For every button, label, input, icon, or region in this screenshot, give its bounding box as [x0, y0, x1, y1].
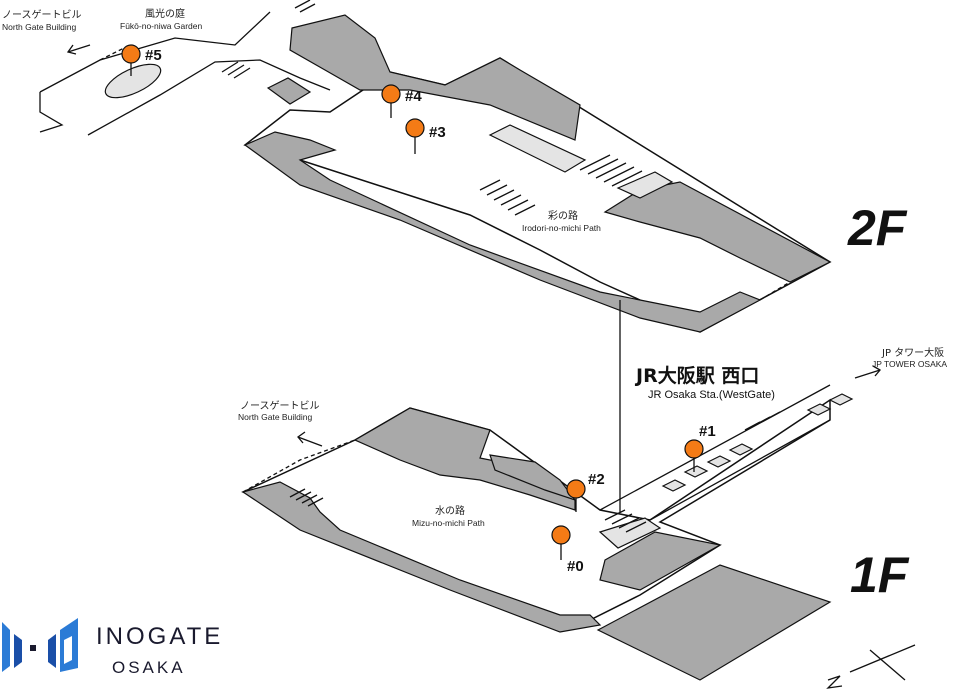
jp-tower-label-en: JP TOWER OSAKA [872, 359, 947, 369]
north-gate-1f-label-en: North Gate Building [238, 412, 312, 422]
floor-1f-map [241, 384, 916, 689]
garden-plaza [104, 63, 162, 99]
shop-block-2f-north [289, 14, 581, 141]
pin-2[interactable]: #2 [566, 471, 605, 512]
pin-2-marker-icon [566, 479, 586, 499]
north-gate-1f-label-jp: ノースゲートビル [240, 400, 320, 412]
north-gate-arrow-1f [297, 431, 323, 447]
station-name-jp: JR大阪駅 西口 [634, 364, 759, 387]
station-name-en: JR Osaka Sta.(WestGate) [648, 389, 775, 401]
irodori-path-label-jp: 彩の路 [548, 209, 578, 222]
garden-label-en: Fūkō-no-niwa Garden [120, 21, 202, 31]
irodori-path-label-en: Irodori-no-michi Path [522, 223, 601, 233]
mizu-path-label-jp: 水の路 [435, 504, 465, 517]
logo-text-sub: OSAKA [112, 658, 186, 677]
pin-1[interactable]: #1 [684, 423, 716, 472]
north-gate-arrow-2f [66, 44, 91, 55]
stairs-2f [479, 179, 536, 216]
pin-5-marker-icon [121, 44, 141, 64]
pin-1-marker-icon [684, 439, 704, 459]
pin-5[interactable]: #5 [121, 44, 162, 76]
jp-tower-label-jp: JP タワー大阪 [881, 346, 944, 359]
floor-2f-outline [243, 57, 832, 333]
garden-label-jp: 風光の庭 [145, 7, 185, 20]
jp-tower-corridor [599, 384, 831, 511]
shop-block-2f-south [243, 131, 762, 333]
shop-block-2f-small [266, 77, 312, 105]
inogate-logo: INOGATE OSAKA [2, 618, 223, 677]
inogate-logo-mark-icon [2, 618, 78, 672]
pin-0-label: #0 [567, 558, 584, 575]
pin-4[interactable]: #4 [381, 84, 422, 118]
pin-3-marker-icon [405, 118, 425, 138]
pin-0-marker-icon [551, 525, 571, 545]
north-gate-2f-label-jp: ノースゲートビル [2, 9, 82, 21]
logo-text-main: INOGATE [96, 623, 223, 650]
stairs-1f [289, 411, 781, 533]
pin-1-label: #1 [699, 423, 716, 440]
floor-label-1f: 1F [850, 547, 910, 603]
jp-tower-arrow [854, 365, 881, 379]
pin-3-label: #3 [429, 124, 446, 141]
pin-2-label: #2 [588, 471, 605, 488]
north-gate-2f-label-en: North Gate Building [2, 22, 76, 32]
compass-north-icon [826, 644, 916, 689]
north-gate-corridor-2f [39, 11, 271, 93]
escalator-2f [579, 154, 643, 187]
pin-3[interactable]: #3 [405, 118, 446, 154]
floor-label-2f: 2F [847, 200, 908, 256]
pin-0[interactable]: #0 [551, 525, 584, 575]
shop-block-1f-east [599, 531, 722, 591]
floor-2f-map [39, 0, 832, 333]
pin-4-label: #4 [405, 88, 422, 105]
light-block-2f [488, 124, 587, 173]
shop-block-1f-north [353, 407, 576, 511]
pin-5-label: #5 [145, 47, 162, 64]
stairs-2f-north [221, 0, 316, 79]
mizu-path-label-en: Mizu-no-michi Path [412, 518, 485, 528]
shop-block-1f-tower [596, 564, 832, 681]
pin-4-marker-icon [381, 84, 401, 104]
corridor-markers [661, 393, 854, 492]
